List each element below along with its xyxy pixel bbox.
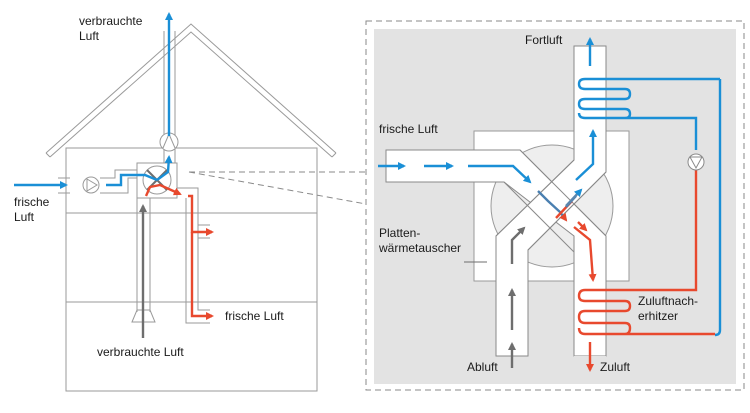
warm-air-duct bbox=[188, 194, 214, 236]
house-flows bbox=[14, 12, 214, 338]
label-line: Luft bbox=[14, 210, 35, 224]
label-line: erhitzer bbox=[638, 309, 679, 323]
recovery-line-return bbox=[714, 79, 722, 337]
fresh-air-to-exchanger bbox=[106, 173, 158, 187]
detail-flows bbox=[378, 37, 597, 372]
label-used-air-top: verbrauchte Luft bbox=[79, 14, 142, 44]
exhaust-to-fan bbox=[156, 155, 173, 181]
label-fortluft: Fortluft bbox=[525, 33, 563, 47]
pump-icon bbox=[82, 176, 100, 194]
label-abluft: Abluft bbox=[467, 360, 498, 374]
detail-frame bbox=[365, 20, 745, 391]
label-fresh-air-left: frische Luft bbox=[14, 195, 49, 225]
label-line: frische bbox=[14, 195, 50, 209]
house-walls bbox=[65, 147, 318, 392]
label-line: verbrauchte bbox=[79, 14, 143, 28]
house bbox=[45, 23, 337, 392]
exhaust-grille bbox=[131, 309, 156, 323]
pump-icon bbox=[687, 153, 705, 171]
recovery-coil bbox=[577, 77, 720, 150]
label-frische-luft: frische Luft bbox=[379, 122, 438, 136]
warm-air-duct-lower bbox=[190, 232, 214, 320]
ventilation-unit bbox=[136, 162, 178, 199]
label-line: wärmetauscher bbox=[379, 241, 462, 255]
zoom-connector bbox=[188, 20, 745, 391]
roof bbox=[45, 23, 337, 158]
warm-air-out bbox=[144, 183, 182, 197]
heater-coil bbox=[577, 170, 715, 336]
label-line: Platten- bbox=[379, 226, 421, 240]
label-zuluft: Zuluft bbox=[600, 360, 631, 374]
label-line: Zuluftnach- bbox=[638, 294, 699, 308]
label-plate-exchanger: Platten- wärmetauscher bbox=[379, 226, 461, 256]
label-reheater: Zuluftnach- erhitzer bbox=[638, 294, 698, 324]
label-fresh-air-right: frische Luft bbox=[225, 309, 284, 323]
label-used-air-bottom: verbrauchte Luft bbox=[97, 345, 184, 359]
label-line: Luft bbox=[79, 29, 100, 43]
